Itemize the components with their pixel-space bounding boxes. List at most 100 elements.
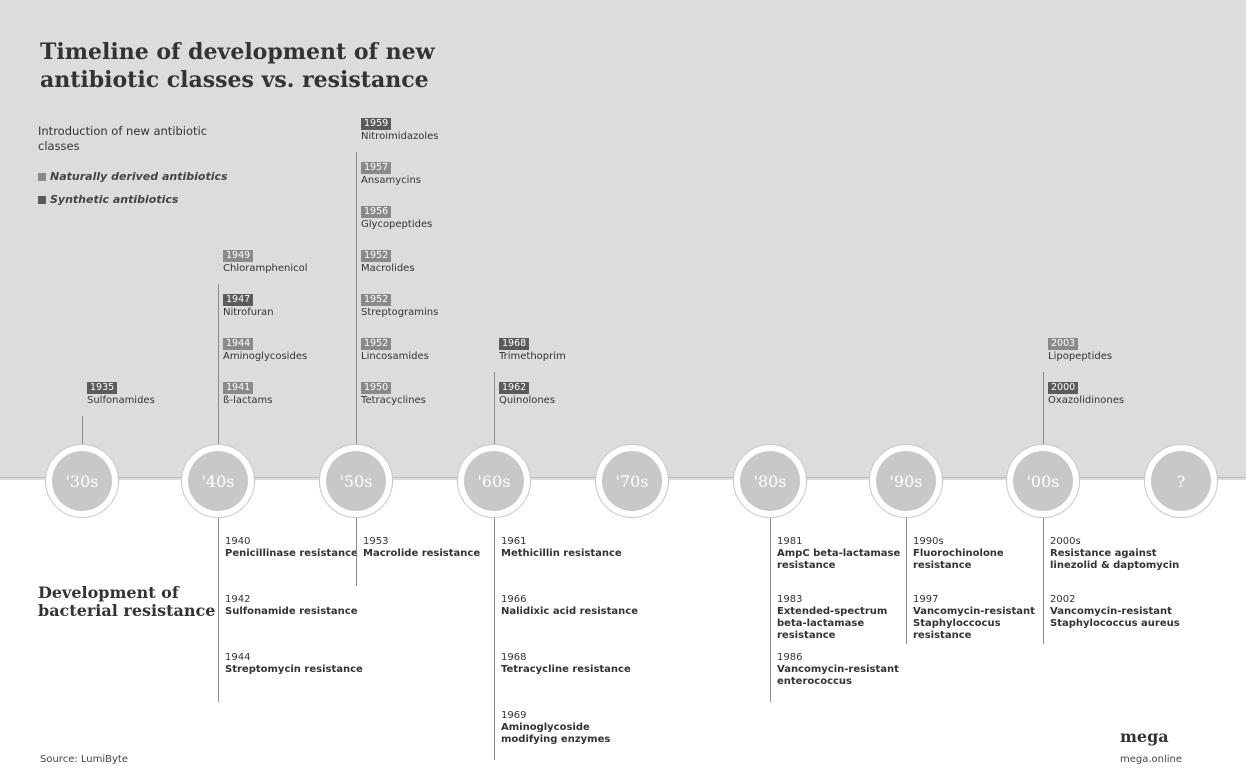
introduction-connector bbox=[494, 372, 495, 444]
introduction-year: 1956 bbox=[361, 206, 392, 218]
legend-item-synthetic: Synthetic antibiotics bbox=[38, 193, 178, 206]
resistance-description: Vancomycin-resistant Staphylococcus aure… bbox=[1050, 606, 1180, 629]
introduction-year: 1941 bbox=[223, 382, 254, 394]
introduction-year: 1947 bbox=[223, 294, 254, 306]
resistance-description: Resistance against linezolid & daptomyci… bbox=[1050, 548, 1180, 571]
decade-label: '80s bbox=[740, 451, 800, 511]
legend-heading: Introduction of new antibiotic classes bbox=[38, 124, 208, 153]
antibiotic-class-name: Macrolides bbox=[361, 263, 415, 274]
introduction-connector bbox=[82, 416, 83, 444]
resistance-year: 1944 bbox=[225, 652, 251, 663]
introduction-year: 1949 bbox=[223, 250, 254, 262]
antibiotic-class-name: Glycopeptides bbox=[361, 219, 433, 230]
legend-label-synthetic: Synthetic antibiotics bbox=[50, 193, 179, 206]
introduction-year: 1968 bbox=[499, 338, 530, 350]
decade-label: '50s bbox=[326, 451, 386, 511]
introduction-year: 1962 bbox=[499, 382, 530, 394]
resistance-description: Macrolide resistance bbox=[363, 548, 481, 559]
resistance-year: 1966 bbox=[501, 594, 527, 605]
antibiotic-class-name: Quinolones bbox=[499, 395, 556, 406]
resistance-year: 1940 bbox=[225, 536, 251, 547]
resistance-description: Sulfonamide resistance bbox=[225, 606, 358, 617]
page-title: Timeline of development of new antibioti… bbox=[40, 39, 435, 93]
introduction-year: 2003 bbox=[1048, 338, 1079, 350]
resistance-description: Penicillinase resistance bbox=[225, 548, 358, 559]
resistance-description: Extended-spectrum beta-lactamase resista… bbox=[777, 606, 888, 641]
brand-logo: mega bbox=[1120, 727, 1169, 746]
resistance-year: 1997 bbox=[913, 594, 939, 605]
resistance-year: 1953 bbox=[363, 536, 389, 547]
decade-marker: '70s bbox=[595, 444, 669, 518]
resistance-heading: Development of bacterial resistance bbox=[38, 583, 216, 620]
resistance-description: Vancomycin-resistant enterococcus bbox=[777, 664, 899, 687]
introduction-year: 2000 bbox=[1048, 382, 1079, 394]
decade-marker: '30s bbox=[45, 444, 119, 518]
resistance-year: 1983 bbox=[777, 594, 803, 605]
antibiotic-class-name: ß-lactams bbox=[223, 395, 273, 406]
resistance-year: 1961 bbox=[501, 536, 527, 547]
resistance-year: 1986 bbox=[777, 652, 803, 663]
antibiotic-class-name: Aminoglycosides bbox=[223, 351, 308, 362]
antibiotic-class-name: Trimethoprim bbox=[499, 351, 566, 362]
decade-marker: '60s bbox=[457, 444, 531, 518]
legend-item-natural: Naturally derived antibiotics bbox=[38, 170, 228, 183]
resistance-description: Nalidixic acid resistance bbox=[501, 606, 638, 617]
resistance-description: Aminoglycoside modifying enzymes bbox=[501, 722, 611, 745]
resistance-connector bbox=[1043, 518, 1044, 644]
resistance-connector bbox=[494, 518, 495, 760]
resistance-description: Vancomycin-resistant Staphyloccocus resi… bbox=[913, 606, 1035, 641]
resistance-year: 1981 bbox=[777, 536, 803, 547]
resistance-year: 1968 bbox=[501, 652, 527, 663]
antibiotic-class-name: Tetracyclines bbox=[361, 395, 426, 406]
decade-label: '30s bbox=[52, 451, 112, 511]
decade-marker: ? bbox=[1144, 444, 1218, 518]
legend-swatch-synthetic bbox=[38, 195, 46, 204]
antibiotic-class-name: Lipopeptides bbox=[1048, 351, 1113, 362]
resistance-description: AmpC beta-lactamase resistance bbox=[777, 548, 901, 571]
resistance-description: Streptomycin resistance bbox=[225, 664, 363, 675]
source-note: Source: LumiByte bbox=[40, 754, 128, 765]
decade-marker: '40s bbox=[181, 444, 255, 518]
introduction-year: 1957 bbox=[361, 162, 392, 174]
antibiotic-class-name: Oxazolidinones bbox=[1048, 395, 1125, 406]
introduction-panel bbox=[0, 0, 1246, 480]
resistance-connector bbox=[218, 518, 219, 702]
resistance-year: 2002 bbox=[1050, 594, 1076, 605]
introduction-year: 1952 bbox=[361, 250, 392, 262]
introduction-year: 1952 bbox=[361, 294, 392, 306]
resistance-description: Methicillin resistance bbox=[501, 548, 622, 559]
decade-label: '70s bbox=[602, 451, 662, 511]
decade-marker: '00s bbox=[1006, 444, 1080, 518]
decade-marker: '90s bbox=[869, 444, 943, 518]
antibiotic-class-name: Chloramphenicol bbox=[223, 263, 308, 274]
decade-marker: '80s bbox=[733, 444, 807, 518]
decade-label: '60s bbox=[464, 451, 524, 511]
resistance-description: Tetracycline resistance bbox=[501, 664, 631, 675]
decade-label: ? bbox=[1151, 451, 1211, 511]
decade-label: '00s bbox=[1013, 451, 1073, 511]
antibiotic-class-name: Nitroimidazoles bbox=[361, 131, 439, 142]
resistance-description: Fluorochinolone resistance bbox=[913, 548, 1004, 571]
antibiotic-class-name: Ansamycins bbox=[361, 175, 421, 186]
antibiotic-class-name: Sulfonamides bbox=[87, 395, 155, 406]
resistance-year: 2000s bbox=[1050, 536, 1081, 547]
resistance-connector bbox=[906, 518, 907, 644]
